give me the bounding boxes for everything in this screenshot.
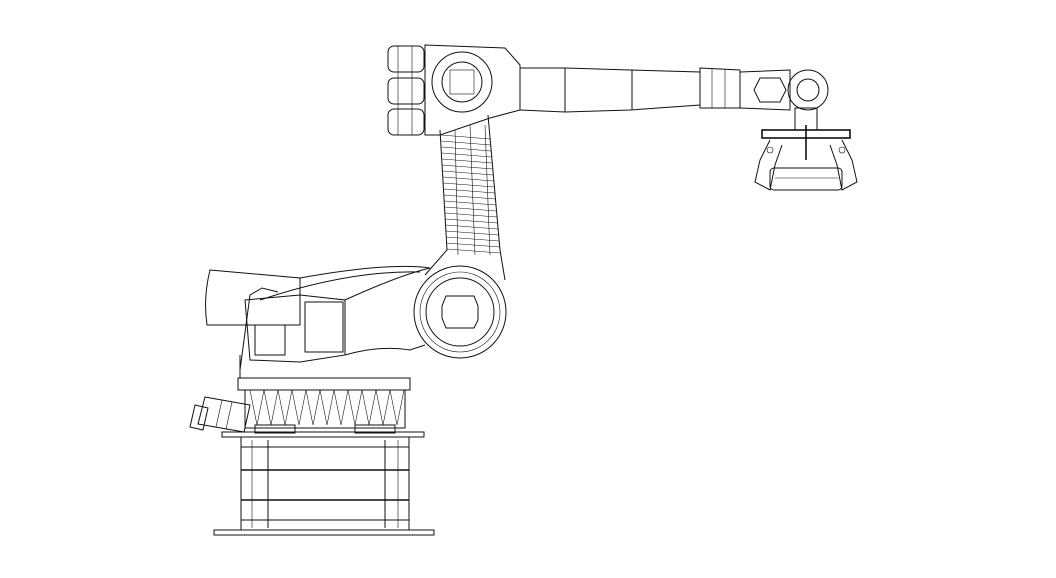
- rotating-base: [237, 377, 411, 434]
- lower-arm-hatch: [441, 146, 492, 152]
- lower-arm-hatch: [442, 158, 493, 164]
- lower-arm-hatch: [443, 176, 494, 182]
- lower-arm: [413, 114, 507, 359]
- counterweight-cylinder: [205, 265, 431, 326]
- base-motor: [189, 396, 251, 433]
- pedestal: [221, 431, 425, 531]
- base-plate: [213, 529, 435, 536]
- lower-arm-hatch: [445, 224, 499, 230]
- lower-arm-hatch: [443, 188, 495, 194]
- lower-arm-hatch: [441, 140, 491, 146]
- lower-arm-hatch: [444, 212, 498, 218]
- wrist-motors: [387, 45, 425, 136]
- wrist: [739, 69, 829, 131]
- lower-arm-hatch: [445, 218, 498, 224]
- lower-arm-hatch: [441, 152, 492, 158]
- lower-arm-hatch: [446, 236, 500, 242]
- lower-arm-hatch: [443, 182, 495, 188]
- lower-arm-hatch: [442, 170, 494, 176]
- lower-arm-hatch: [446, 242, 500, 248]
- lower-arm-hatch: [443, 194, 496, 200]
- upper-arm-housing: [424, 44, 521, 136]
- shoulder-housing: [239, 267, 431, 378]
- lower-arm-hatch: [444, 200, 496, 206]
- lower-arm-hatch: [445, 230, 499, 236]
- lower-arm-hatch: [440, 134, 491, 140]
- forearm-tube: [519, 67, 741, 113]
- lower-arm-hatch: [442, 164, 493, 170]
- lower-arm-hatch: [446, 248, 501, 254]
- gripper: [754, 125, 858, 191]
- lower-arm-hatch: [444, 206, 497, 212]
